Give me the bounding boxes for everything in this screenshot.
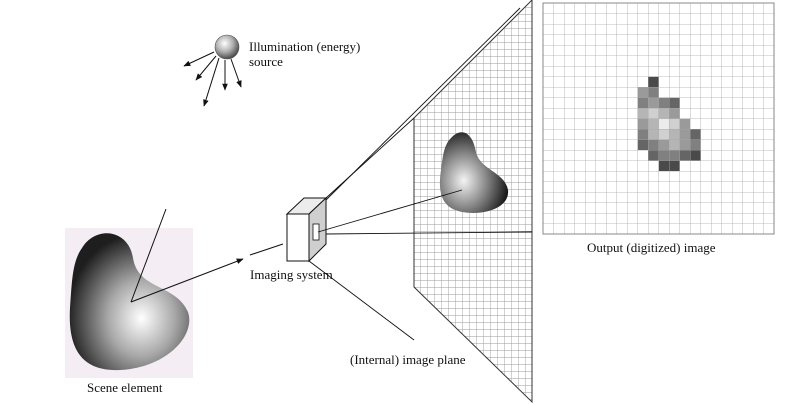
light-rays	[183, 51, 242, 107]
illumination-source	[183, 34, 242, 107]
scene-element	[65, 208, 284, 378]
light-source-sphere	[214, 34, 240, 60]
projection-line-top-far	[325, 7, 521, 201]
output-image-label: Output (digitized) image	[587, 240, 716, 255]
reflected-ray	[130, 258, 244, 303]
reflected-ray-continuation	[249, 243, 284, 256]
incident-ray	[130, 208, 167, 303]
scene-element-label: Scene element	[87, 380, 163, 395]
projection-line-top	[325, 117, 415, 199]
imaging-system	[285, 196, 328, 263]
image-plane-border	[413, 0, 533, 404]
projection-line-right	[325, 231, 533, 235]
light-ray-3	[203, 57, 220, 107]
projection-line-center	[317, 189, 463, 233]
image-plane-label: (Internal) image plane	[350, 352, 466, 367]
camera-front-face	[286, 213, 310, 262]
scene-element-blob	[69, 233, 190, 371]
illumination-source-label: Illumination (energy) source	[249, 39, 360, 69]
internal-image-plane	[413, 0, 533, 404]
illumination-label-line-2: source	[249, 54, 283, 69]
projected-image	[439, 132, 509, 213]
imaging-system-label: Imaging system	[250, 267, 333, 282]
illumination-label-line-1: Illumination (energy)	[249, 39, 361, 54]
light-ray-2	[195, 55, 217, 81]
light-ray-1	[183, 51, 215, 67]
projection-line-bottom	[308, 260, 415, 341]
output-image-border	[542, 2, 775, 235]
projection-lines	[308, 7, 533, 341]
output-image-grid	[543, 3, 774, 234]
light-ray-5	[230, 58, 242, 88]
output-digitized-image	[542, 2, 775, 235]
